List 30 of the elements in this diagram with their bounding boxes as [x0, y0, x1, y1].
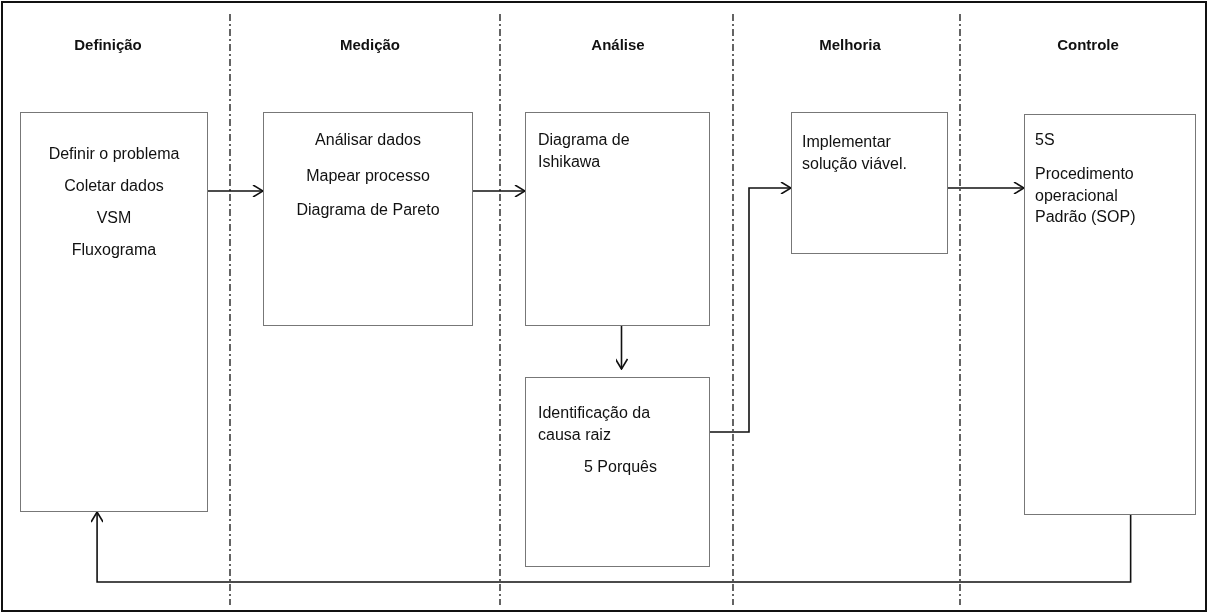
step-text: Análisar dados: [314, 130, 422, 150]
step-text: Fluxograma: [70, 240, 158, 260]
step-text: Definir o problema: [47, 144, 181, 164]
step-text: Procedimento operacional Padrão (SOP): [1035, 164, 1137, 228]
step-text: 5S: [1035, 130, 1056, 150]
process-box: [525, 377, 710, 567]
arrow: [90, 511, 1132, 583]
step-text: Coletar dados: [63, 176, 165, 196]
step-text: VSM: [95, 208, 133, 228]
phase-heading: Definição: [73, 36, 143, 53]
process-box: [263, 112, 473, 326]
process-box: [791, 112, 948, 254]
arrow: [614, 325, 629, 370]
process-box: [1024, 114, 1196, 515]
phase-heading: Melhoria: [818, 36, 882, 53]
step-text: Mapear processo: [305, 166, 431, 186]
step-text: Identificação da causa raiz: [538, 403, 652, 445]
process-box: [20, 112, 208, 512]
arrow: [207, 184, 264, 198]
process-box: [525, 112, 710, 326]
arrow: [472, 184, 526, 198]
step-text: Implementar solução viável.: [802, 132, 908, 174]
phase-heading: Análise: [590, 36, 646, 53]
arrow: [947, 181, 1025, 195]
phase-heading: Medição: [339, 36, 401, 53]
step-text: Diagrama de Pareto: [295, 200, 441, 220]
phase-heading: Controle: [1056, 36, 1120, 53]
step-text: 5 Porquês: [584, 457, 658, 477]
step-text: Diagrama de Ishikawa: [538, 130, 631, 172]
arrow: [709, 181, 792, 433]
